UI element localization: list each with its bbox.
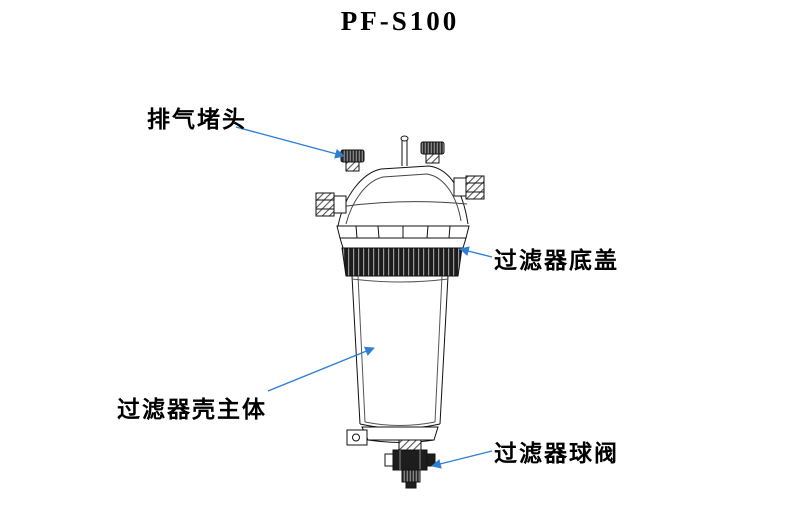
ribbed-collar-part — [341, 247, 463, 277]
diagram-title: PF-S100 — [340, 6, 460, 36]
label-filter-ball-valve: 过滤器球阀 — [494, 441, 619, 466]
flange-band-part — [336, 225, 470, 249]
bottom-assembly — [346, 426, 439, 489]
dome-cover-part — [337, 165, 469, 227]
left-port-fitting — [315, 192, 347, 217]
exhaust-plug-part — [340, 149, 365, 172]
ball-valve-part — [384, 439, 436, 489]
leader-filter-bottom-cover — [459, 246, 493, 258]
leader-filter-shell-body — [267, 346, 375, 392]
filter-head-assembly — [315, 135, 485, 249]
label-exhaust-plug: 排气堵头 — [147, 107, 247, 132]
leader-lines — [235, 126, 493, 469]
ear-tab-part — [346, 429, 368, 446]
label-filter-bottom-cover: 过滤器底盖 — [494, 248, 619, 273]
right-plug-part — [420, 141, 445, 164]
center-pin-part — [400, 135, 409, 166]
shell-body-part — [351, 275, 449, 429]
right-port-fitting — [453, 175, 485, 200]
leader-filter-ball-valve — [431, 450, 493, 469]
leader-exhaust-plug — [235, 126, 345, 159]
label-filter-shell-body: 过滤器壳主体 — [117, 397, 267, 422]
